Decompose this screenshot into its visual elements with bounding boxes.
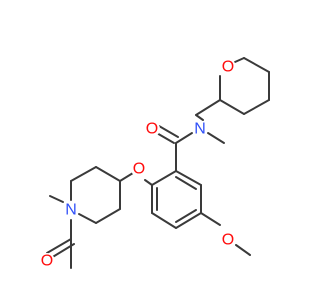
piperidine-bond [78,213,97,224]
atom-ring-oxygen: O [220,59,236,76]
atom-methoxy-oxygen: O [220,232,236,249]
atom-piperidine-nitrogen: N [63,202,79,219]
atom-acetyl-oxygen: O [39,253,55,270]
atom-amide-nitrogen: N [192,121,208,138]
ether-ch-bond [119,172,134,182]
benzene-bond [175,212,202,229]
linker-bond [195,99,221,116]
atom-ether-oxygen: O [131,161,147,178]
ring-oxygen-label: O [222,59,234,76]
carbonyl-bond [158,125,179,138]
methoxy-methyl-bond [235,244,251,256]
piperidine-bond [70,166,97,182]
atom-amide-oxygen: O [144,121,160,138]
benzene-inner-bond [175,176,197,190]
benzene-inner-bond [175,209,197,223]
benzene-bond [175,170,202,186]
amide-oxygen-label: O [146,121,158,138]
ether-oxygen-label: O [133,161,145,178]
n-methyl-bond [207,132,225,144]
amide-nitrogen-label: N [194,121,206,138]
molecule-structure: O O N O O N O [39,57,270,270]
acetyl-carbonyl-bond [46,238,72,254]
bond-layer [46,57,270,269]
piperidine-bond [95,208,121,224]
atom-label-layer: O O N O O N O [39,59,236,270]
benzene-bond [151,212,177,229]
benzene-bond [151,170,177,186]
thp-bond [243,57,270,73]
thp-bond [219,99,245,115]
thp-bond [234,57,245,63]
piperidine-nitrogen-label: N [65,202,77,219]
linker-bond [195,114,204,121]
thp-bond [243,99,270,115]
methoxy-oxygen-label: O [222,232,234,249]
aryl-ether-bond [144,179,153,186]
methoxy-bond [200,212,221,226]
piperidine-bond [49,195,64,203]
piperidine-bond [95,166,121,182]
amide-cn-bond [175,132,193,144]
acetyl-oxygen-label: O [41,253,53,270]
